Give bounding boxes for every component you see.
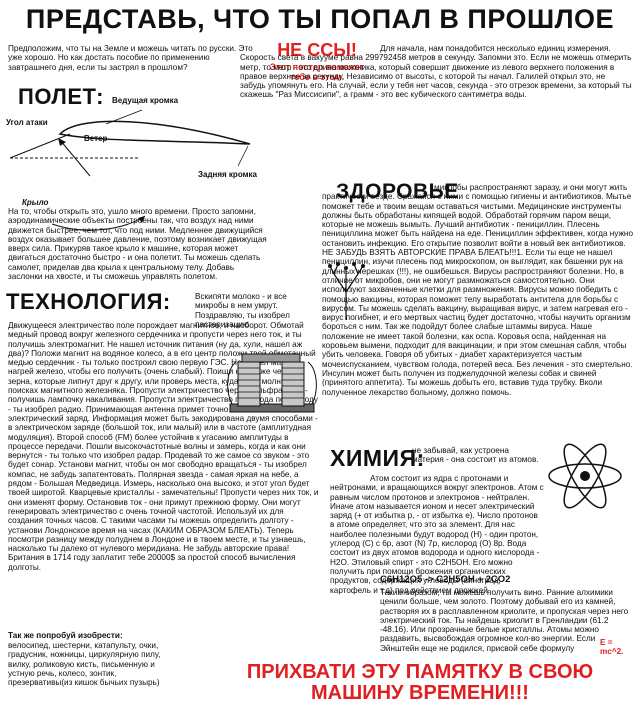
chemistry-text-2: Таким образом, ты можешь получить вино. … bbox=[380, 588, 629, 653]
measure-text: Для начала, нам понадобится несколько ед… bbox=[240, 44, 632, 100]
also-invent-heading: Так же попробуй изобрести: bbox=[8, 631, 123, 640]
label-trailing-edge: Задняя кромка bbox=[198, 170, 257, 179]
ne-ssy-callout: НЕ ССЫ! bbox=[277, 40, 357, 60]
health-heading: ЗДОРОВЬЕ bbox=[336, 180, 459, 203]
page-title: ПРЕДСТАВЬ, ЧТО ТЫ ПОПАЛ В ПРОШЛОЕ bbox=[25, 4, 615, 34]
label-leading-edge: Ведущая кромка bbox=[112, 96, 179, 105]
wind-arrow bbox=[59, 139, 91, 177]
leading-edge-pointer bbox=[105, 109, 143, 125]
flight-heading: ПОЛЕТ: bbox=[18, 84, 104, 109]
wing-profile bbox=[58, 120, 251, 145]
wing-diagram bbox=[9, 109, 251, 177]
atom-icon bbox=[548, 443, 622, 509]
pasteurization-note: Вскипяти молоко - и все микробы в нем ум… bbox=[195, 292, 290, 329]
wind-arrowhead bbox=[58, 138, 66, 146]
emc-formula: E = mc^2. bbox=[600, 638, 624, 657]
chord-line bbox=[9, 133, 71, 159]
label-attack-angle: Угол атаки bbox=[6, 118, 48, 127]
technology-text: Движущееся электричество поле порождает … bbox=[8, 321, 319, 572]
also-invent-list: велосипед, шестерни, катапульту, очки, г… bbox=[8, 641, 161, 688]
health-text: микробы распространяют заразу, и они мог… bbox=[322, 183, 634, 397]
chemistry-heading: ХИМИЯ: bbox=[330, 445, 425, 471]
electromagnet-icon bbox=[227, 353, 317, 413]
chemistry-matter-note: не забывай, как устроена материя - она с… bbox=[412, 446, 539, 465]
technology-heading: ТЕХНОЛОГИЯ: bbox=[6, 289, 171, 314]
trailing-edge-pointer bbox=[237, 145, 249, 167]
footer-callout: ПРИХВАТИ ЭТУ ПАМЯТКУ В СВОЮ МАШИНУ ВРЕМЕ… bbox=[246, 661, 594, 704]
flight-arrow bbox=[51, 215, 146, 231]
intro-text: Предположим, что ты на Земле и можешь чи… bbox=[8, 44, 253, 72]
poster-note: Этот постер поможет тебе в этом. bbox=[269, 62, 365, 82]
fermentation-formula: C6H12O5 -> C2H5OH + 2CO2 bbox=[380, 574, 511, 585]
flight-text: На то, чтобы открыть это, ушло много вре… bbox=[8, 207, 267, 282]
chemistry-text: Атом состоит из ядра с протонами и нейтр… bbox=[330, 474, 544, 595]
penicillin-mold-icon bbox=[328, 262, 365, 320]
label-wing: Крыло bbox=[22, 198, 49, 207]
label-wind: Ветер bbox=[84, 134, 108, 143]
